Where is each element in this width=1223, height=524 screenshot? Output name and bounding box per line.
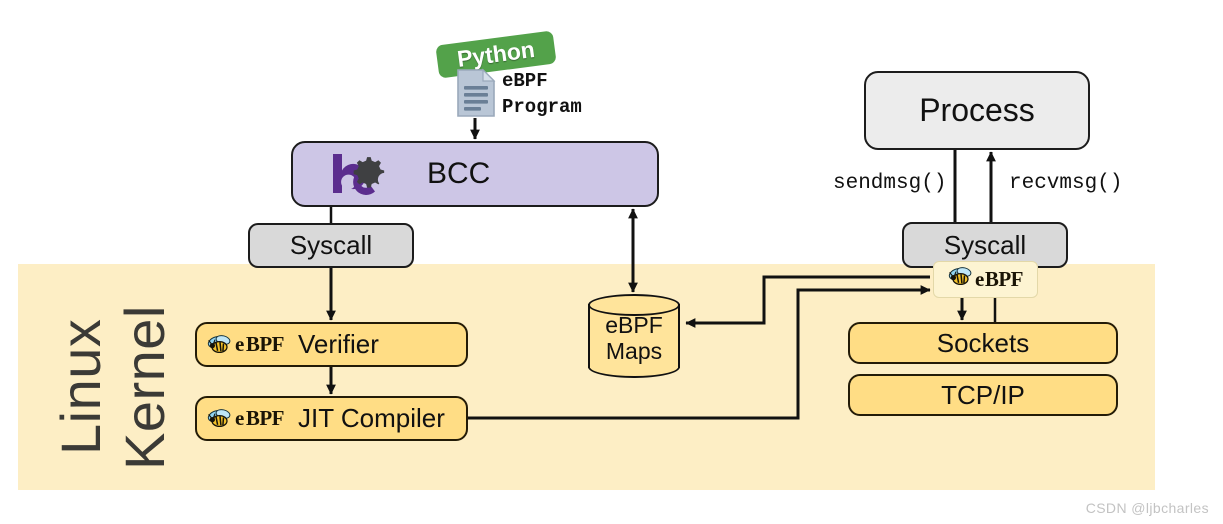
edge-jit-to-kprobe (468, 285, 931, 420)
ebpf-badge-bpf-verifier: BPF (245, 332, 285, 356)
bcc-logo-icon (331, 152, 403, 196)
sendmsg-label: sendmsg() (833, 172, 947, 195)
ebpf-bee-icon-hook (948, 266, 974, 293)
ebpf-maps-line1: eBPF (605, 312, 663, 339)
jit-compiler-box[interactable]: e BPF JIT Compiler (195, 396, 468, 441)
verifier-box[interactable]: e BPF Verifier (195, 322, 468, 367)
recvmsg-label: recvmsg() (1009, 172, 1123, 195)
ebpf-program-label: eBPF Program (502, 68, 582, 120)
ebpf-badge-e-jit: e (235, 406, 244, 430)
ebpf-badge-e-verifier: e (235, 332, 244, 356)
ebpf-badge-e-hook: e (975, 267, 984, 291)
ebpf-program-line2: Program (502, 96, 582, 119)
document-icon (456, 68, 496, 118)
ebpf-maps-line2: Maps (605, 338, 663, 364)
ebpf-bee-icon-jit: e BPF (207, 406, 285, 431)
verifier-label: Verifier (298, 329, 379, 359)
syscall-box-left[interactable]: Syscall (248, 223, 414, 268)
watermark: CSDN @ljbcharles (1085, 500, 1209, 516)
jit-compiler-label: JIT Compiler (298, 403, 445, 433)
ebpf-badge-bpf-jit: BPF (245, 406, 285, 430)
bcc-box[interactable]: BCC (291, 141, 659, 207)
bcc-label: BCC (427, 157, 491, 190)
tcpip-box[interactable]: TCP/IP (848, 374, 1118, 416)
ebpf-badge-bpf-hook: BPF (984, 267, 1024, 291)
edge-kprobe-to-maps (685, 275, 930, 328)
cylinder-top (588, 294, 680, 316)
ebpf-hook-badge[interactable]: e BPF (933, 261, 1038, 298)
ebpf-maps-cylinder[interactable]: eBPF Maps (588, 294, 680, 378)
sockets-box[interactable]: Sockets (848, 322, 1118, 364)
ebpf-maps-label: eBPF Maps (588, 306, 680, 372)
process-box[interactable]: Process (864, 71, 1090, 150)
ebpf-program-line1: eBPF (502, 70, 548, 92)
syscall-box-right[interactable]: Syscall (902, 222, 1068, 268)
ebpf-bee-icon-verifier: e BPF (207, 332, 285, 357)
